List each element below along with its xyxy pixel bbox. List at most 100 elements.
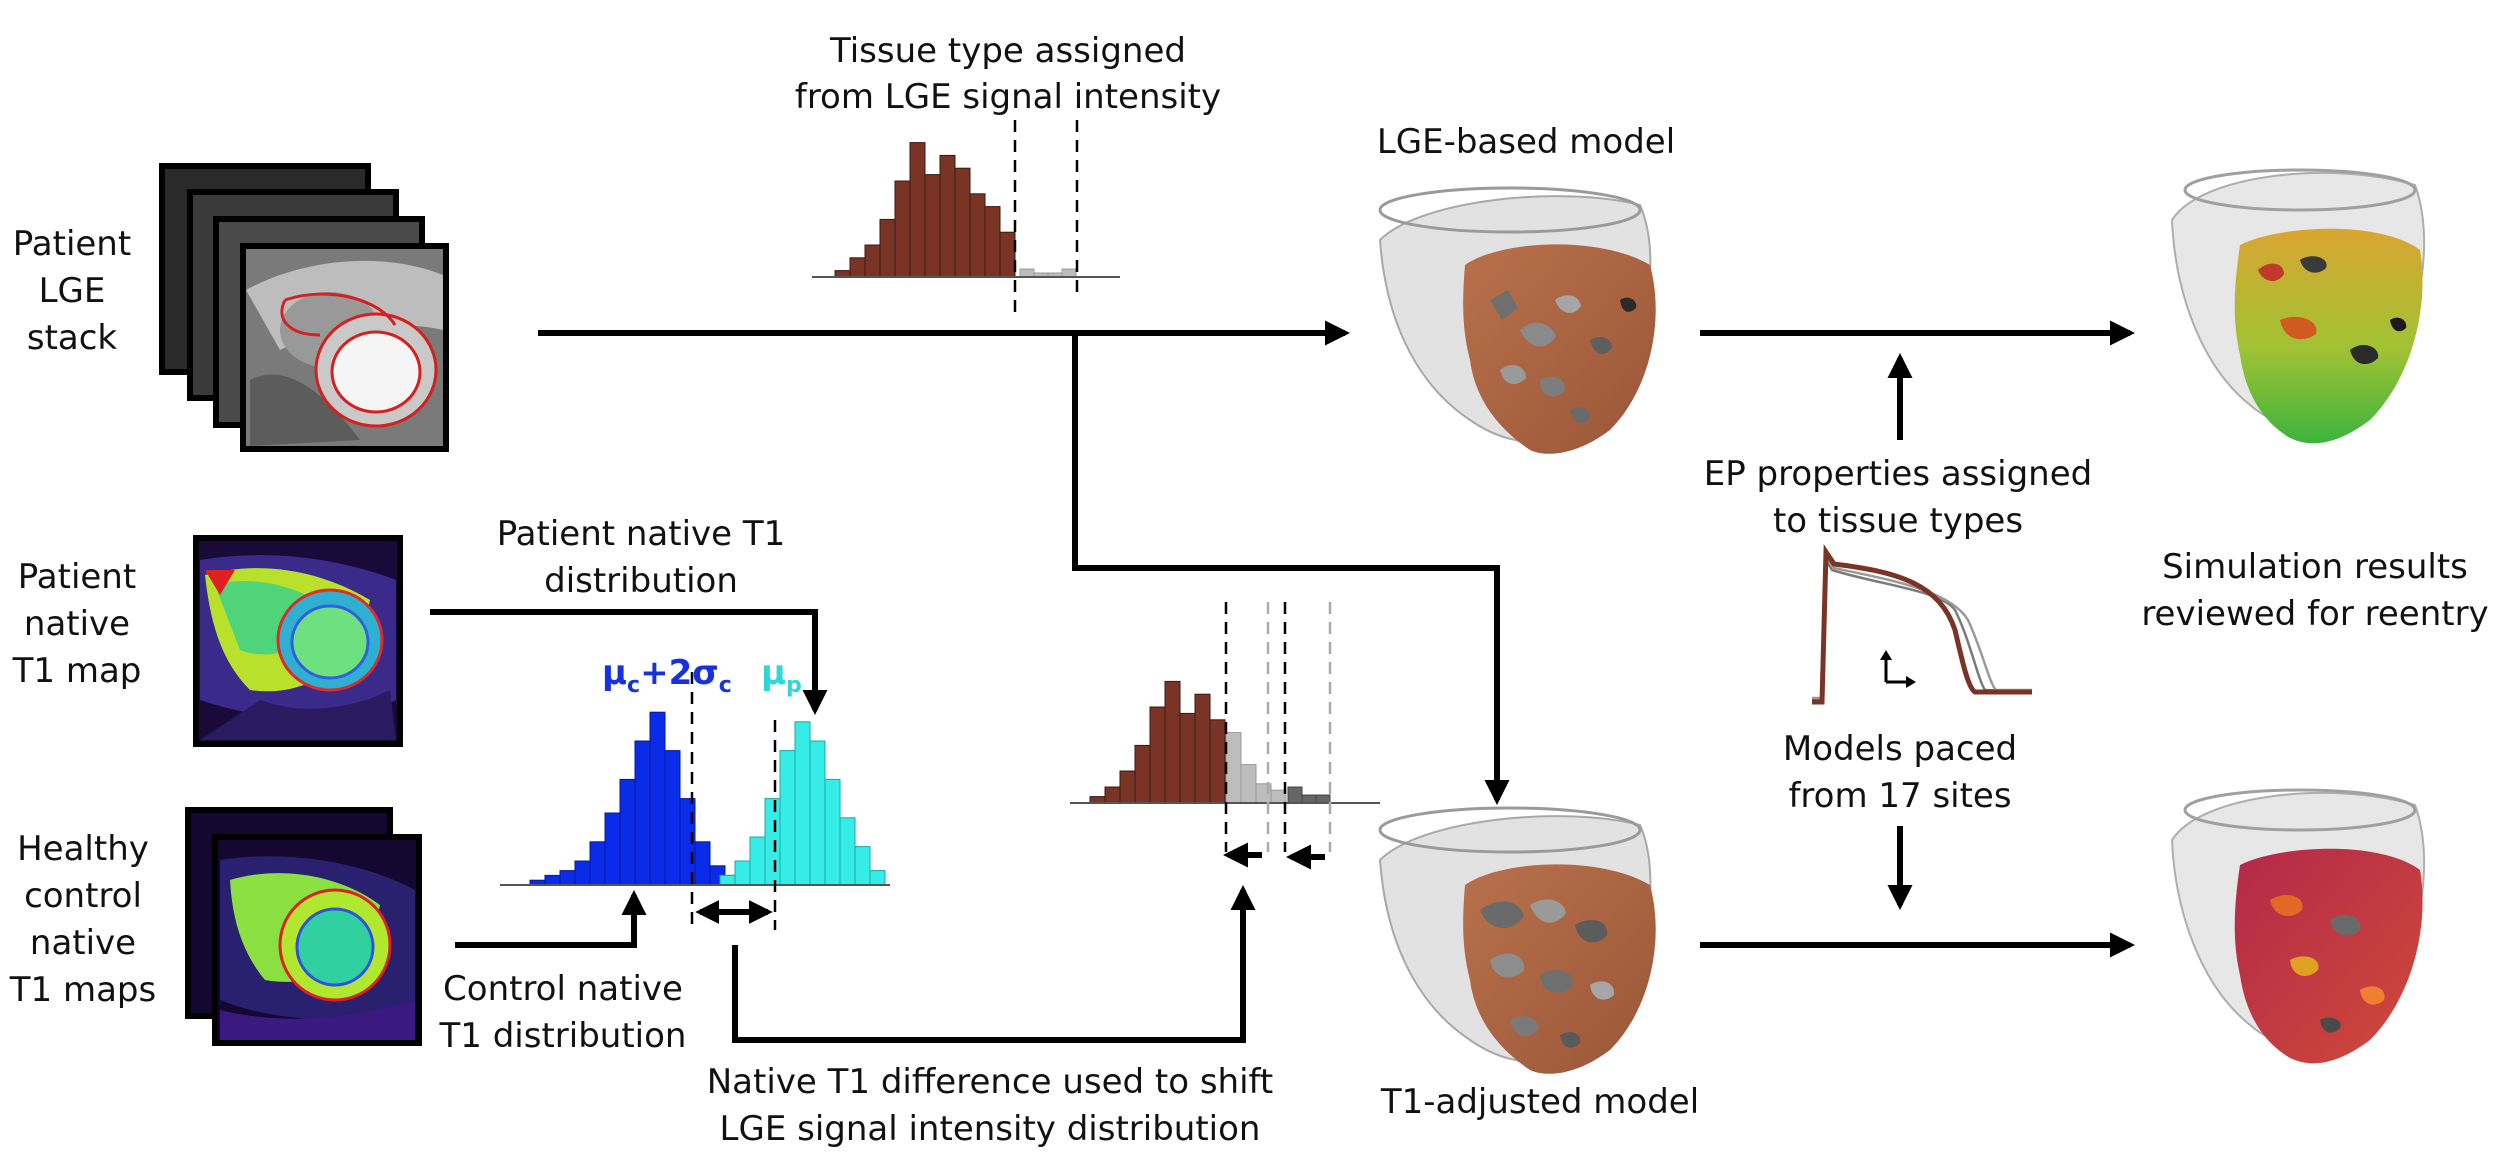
lge-shifted-dark-bar-0: [1287, 786, 1303, 804]
lge-top-bar-6: [924, 174, 941, 278]
action-potential-plot: [1812, 544, 2033, 705]
arrow-difference-to-shift: [732, 884, 1256, 1043]
lge-top-bar-9: [969, 193, 986, 278]
control-bar-11: [694, 841, 711, 886]
patient-lge-line1: Patient: [13, 224, 131, 264]
lge-top-bar-10: [984, 206, 1001, 278]
patient-t1-dist-title: Patient native T1 distribution: [497, 514, 786, 601]
lge-shifted-bar-2: [1119, 770, 1136, 804]
svg-text:μp: μp: [761, 653, 802, 698]
patient-t1-dist-line2: distribution: [544, 561, 738, 601]
lge-histogram-top: [812, 142, 1120, 278]
label-healthy-control: Healthy control native T1 maps: [9, 829, 156, 1010]
patient-t1-dist-line1: Patient native T1: [497, 514, 786, 554]
lge-top-bar-7: [939, 154, 956, 278]
control-bar-3: [574, 860, 591, 886]
lge-heart-model: [1378, 186, 1656, 454]
control-dist-line2: T1 distribution: [439, 1016, 687, 1056]
label-patient-native-t1: Patient native T1 map: [12, 557, 142, 691]
lge-image-stack: [159, 163, 449, 452]
patient-bar-6: [809, 740, 826, 886]
healthy-line3: native: [30, 923, 136, 963]
paced-line1: Models paced: [1783, 729, 2017, 769]
lge-histogram-shifted: [1070, 680, 1380, 804]
lge-top-bar-8: [954, 167, 971, 278]
lge-top-bar-5: [909, 142, 926, 278]
mu-c-subscript: c: [627, 673, 640, 698]
control-dist-line1: Control native: [443, 969, 683, 1009]
patient-t1-line1: Patient: [18, 557, 136, 597]
simulation-heart-t1: [2170, 788, 2426, 1064]
models-paced-caption: Models paced from 17 sites: [1783, 729, 2017, 816]
patient-bar-10: [869, 870, 886, 886]
control-bar-6: [619, 778, 636, 886]
control-bar-7: [634, 740, 651, 886]
lge-shifted-dark-bar-1: [1301, 794, 1317, 804]
healthy-line4: T1 maps: [9, 970, 156, 1010]
ep-line1: EP properties assigned: [1704, 454, 2092, 494]
ep-line2: to tissue types: [1773, 501, 2023, 541]
sigma-subscript: c: [719, 673, 732, 698]
lge-top-bar-2: [864, 244, 881, 278]
two-sigma: +2σ: [640, 653, 719, 693]
lge-shifted-dark-bar-2: [1315, 794, 1331, 804]
lge-top-bar-1: [849, 257, 866, 278]
t1-adjusted-heart-model: [1378, 806, 1656, 1074]
healthy-line2: control: [24, 876, 142, 916]
difference-line2: LGE signal intensity distribution: [720, 1109, 1261, 1149]
top-histogram-title: Tissue type assigned from LGE signal int…: [795, 31, 1221, 117]
mu-p-label: μp: [761, 653, 802, 698]
native-t1-difference-caption: Native T1 difference used to shift LGE s…: [707, 1062, 1274, 1149]
lge-shifted-bar-5: [1164, 680, 1181, 804]
patient-t1-line3: T1 map: [12, 651, 142, 691]
mu-c-symbol: μ: [602, 653, 627, 693]
control-bar-5: [604, 812, 621, 886]
lge-shifted-bar-4: [1149, 706, 1166, 804]
patient-bar-9: [854, 846, 871, 886]
control-bar-4: [589, 841, 606, 886]
tissue-type-line2: from LGE signal intensity: [795, 77, 1221, 117]
control-t1-maps-image: [185, 807, 422, 1046]
lge-top-tail-bar-3: [1061, 268, 1077, 278]
sim-line2: reviewed for reentry: [2141, 594, 2488, 634]
patient-lge-line2: LGE: [39, 271, 106, 311]
patient-bar-0: [719, 874, 736, 886]
simulation-results-caption: Simulation results reviewed for reentry: [2141, 547, 2488, 634]
lge-top-bar-3: [879, 218, 896, 278]
t1-adjusted-model-label: T1-adjusted model: [1380, 1082, 1699, 1122]
control-bar-1: [544, 874, 561, 886]
label-patient-lge-stack: Patient LGE stack: [13, 224, 131, 358]
patient-bar-5: [794, 721, 811, 886]
lge-shifted-bar-6: [1179, 712, 1196, 804]
control-t1-dist-title: Control native T1 distribution: [439, 969, 687, 1056]
ep-properties-caption: EP properties assigned to tissue types: [1704, 454, 2092, 541]
lge-shifted-bar-7: [1194, 693, 1211, 804]
patient-t1-line2: native: [24, 604, 130, 644]
lge-top-bar-4: [894, 180, 911, 278]
lge-shifted-bar-8: [1209, 719, 1226, 804]
control-bar-9: [664, 750, 681, 886]
lge-shifted-gray-bar-1: [1240, 764, 1257, 804]
simulation-heart-lge: [2170, 168, 2426, 444]
patient-t1-map-image: [193, 535, 403, 747]
paced-line2: from 17 sites: [1788, 776, 2011, 816]
lge-shifted-gray-bar-0: [1225, 732, 1242, 804]
difference-line1: Native T1 difference used to shift: [707, 1062, 1274, 1102]
mu-p-symbol: μ: [761, 653, 786, 693]
lge-shifted-bar-3: [1134, 744, 1151, 804]
sim-line1: Simulation results: [2162, 547, 2468, 587]
lge-front-slice: [240, 243, 449, 452]
mu-p-subscript: p: [786, 673, 802, 698]
patient-bar-1: [734, 860, 751, 886]
lge-top-tail-bar-0: [1019, 268, 1035, 278]
arrow-branch-to-t1-model: [1072, 333, 1510, 806]
lge-based-model-label: LGE-based model: [1377, 122, 1675, 162]
patient-bar-7: [824, 778, 841, 886]
healthy-line1: Healthy: [17, 829, 149, 869]
patient-bar-8: [839, 817, 856, 886]
tissue-type-line1: Tissue type assigned: [829, 31, 1186, 71]
patient-lge-line3: stack: [27, 318, 118, 358]
patient-bar-3: [764, 798, 781, 886]
arrow-control-maps-to-dist: [455, 889, 647, 948]
